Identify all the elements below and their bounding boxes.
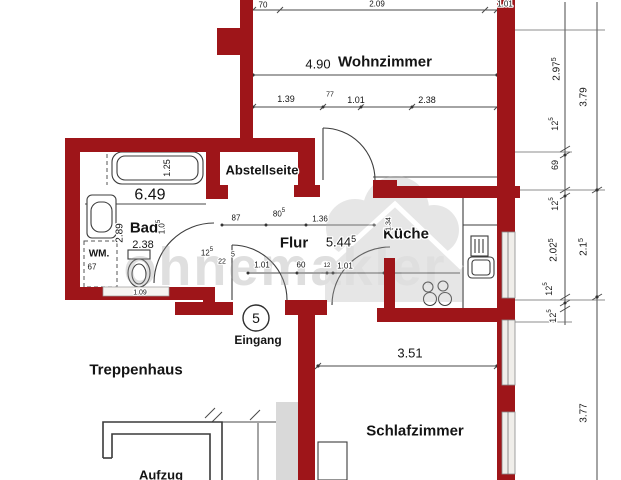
dim-flur-2: 60 bbox=[297, 261, 306, 270]
kitchen-drainer-icon bbox=[470, 235, 489, 257]
room-abstellseite: Abstellseite bbox=[226, 163, 299, 178]
room-kueche: Küche bbox=[383, 226, 429, 243]
door-arcs bbox=[153, 127, 391, 306]
door-arc-schlafzimmer bbox=[331, 246, 391, 306]
wall-segment bbox=[384, 258, 395, 318]
dim-right-out-2: 2.15 bbox=[577, 238, 589, 256]
dim-top-1: 70 bbox=[259, 1, 268, 10]
wall-segment bbox=[65, 138, 80, 300]
washing-machine-outline bbox=[83, 240, 118, 288]
dim-wz-4: 2.38 bbox=[418, 95, 436, 105]
wall-shading bbox=[276, 402, 298, 480]
dim-wz-width: 4.90 bbox=[305, 57, 330, 72]
dim-right-in-1: 2.975 bbox=[550, 57, 562, 80]
dim-right-in-5: 2.025 bbox=[547, 238, 559, 261]
dim-right-in-6: 125 bbox=[543, 282, 554, 296]
wall-segment bbox=[294, 185, 320, 197]
unit-number-circle bbox=[242, 304, 270, 332]
dim-right-in-4: 125 bbox=[549, 197, 560, 211]
wall-segment bbox=[175, 302, 233, 315]
wall-segment bbox=[298, 142, 315, 197]
door-arc-bad bbox=[153, 222, 215, 284]
bathtub-icon bbox=[111, 151, 204, 185]
label-eingang: Eingang bbox=[234, 333, 281, 347]
windows bbox=[501, 231, 516, 475]
window-icon bbox=[501, 411, 516, 475]
room-schlafzimmer: Schlafzimmer bbox=[366, 423, 464, 440]
dim-top-3: 1.01 bbox=[497, 0, 513, 9]
room-treppenhaus: Treppenhaus bbox=[89, 362, 182, 379]
dim-flur-len: 5.445 bbox=[326, 234, 356, 250]
fixtures bbox=[83, 147, 497, 480]
dim-kueche: 1.34 bbox=[386, 217, 393, 231]
label-wm: WM. bbox=[89, 249, 110, 260]
dim-bad-bottom: 1.09 bbox=[133, 290, 147, 297]
dim-wall-3: 5 bbox=[231, 252, 235, 259]
room-wohnzimmer: Wohnzimmer bbox=[338, 54, 432, 71]
dim-bad-area: 6.49 bbox=[134, 187, 165, 204]
dim-flur-4: 1.01 bbox=[337, 262, 353, 271]
dim-abst-1: 87 bbox=[232, 214, 241, 223]
dim-bad-depth: 2.89 bbox=[115, 223, 126, 243]
washbasin-icon bbox=[86, 194, 117, 239]
dim-abst-3: 1.36 bbox=[312, 215, 328, 224]
dim-right-out-3: 3.77 bbox=[579, 403, 590, 423]
wall-segment bbox=[206, 185, 228, 199]
dim-flur-1: 1.01 bbox=[254, 261, 270, 270]
kitchen-counter bbox=[462, 198, 497, 308]
dim-wz-1: 1.39 bbox=[277, 94, 295, 104]
cloud-house-logo bbox=[323, 176, 464, 302]
dim-bad-tub: 1.25 bbox=[162, 159, 172, 177]
dim-bad-width: 2.38 bbox=[132, 239, 153, 251]
dim-right-out-1: 3.79 bbox=[579, 87, 590, 107]
door-arc-wohnzimmer bbox=[322, 127, 376, 181]
room-bad: Bad bbox=[130, 220, 158, 237]
dim-top-2: 2.09 bbox=[369, 0, 385, 9]
wall-pillar bbox=[217, 28, 253, 55]
wall-segment bbox=[373, 186, 520, 198]
dim-wz-3: 1.01 bbox=[347, 95, 365, 105]
wall-niche bbox=[102, 286, 170, 297]
wall-segment bbox=[377, 308, 500, 322]
dim-wz-2: 77 bbox=[326, 92, 334, 99]
extension-lines bbox=[515, 29, 605, 323]
room-aufzug: Aufzug bbox=[139, 468, 183, 480]
dim-schlaf-width: 3.51 bbox=[397, 346, 422, 361]
dim-right-in-7: 125 bbox=[547, 309, 558, 323]
wall-segment bbox=[298, 315, 315, 480]
dim-wm: 67 bbox=[88, 263, 97, 272]
wall-segment bbox=[206, 147, 220, 197]
window-icon bbox=[501, 231, 516, 299]
dim-wall-2: 22 bbox=[218, 259, 226, 266]
dim-right-in-3: 69 bbox=[550, 160, 560, 170]
dim-bad-door: 1.05 bbox=[156, 219, 167, 234]
window-icon bbox=[501, 319, 516, 386]
elevator-shaft bbox=[102, 421, 223, 480]
wall-segment bbox=[285, 300, 327, 315]
dim-abst-2: 805 bbox=[273, 208, 286, 219]
kitchen-sink-icon bbox=[467, 256, 495, 279]
dim-right-in-2: 125 bbox=[549, 117, 560, 131]
door-arc-eingang bbox=[231, 244, 288, 301]
stove-burners-icon bbox=[422, 280, 453, 307]
closet-outline bbox=[317, 441, 348, 480]
unit-number: 5 bbox=[252, 310, 260, 326]
room-flur: Flur bbox=[280, 235, 308, 252]
wall-segment bbox=[240, 0, 253, 152]
dim-flur-3: 12 bbox=[324, 263, 331, 269]
wall-segment bbox=[65, 138, 315, 152]
